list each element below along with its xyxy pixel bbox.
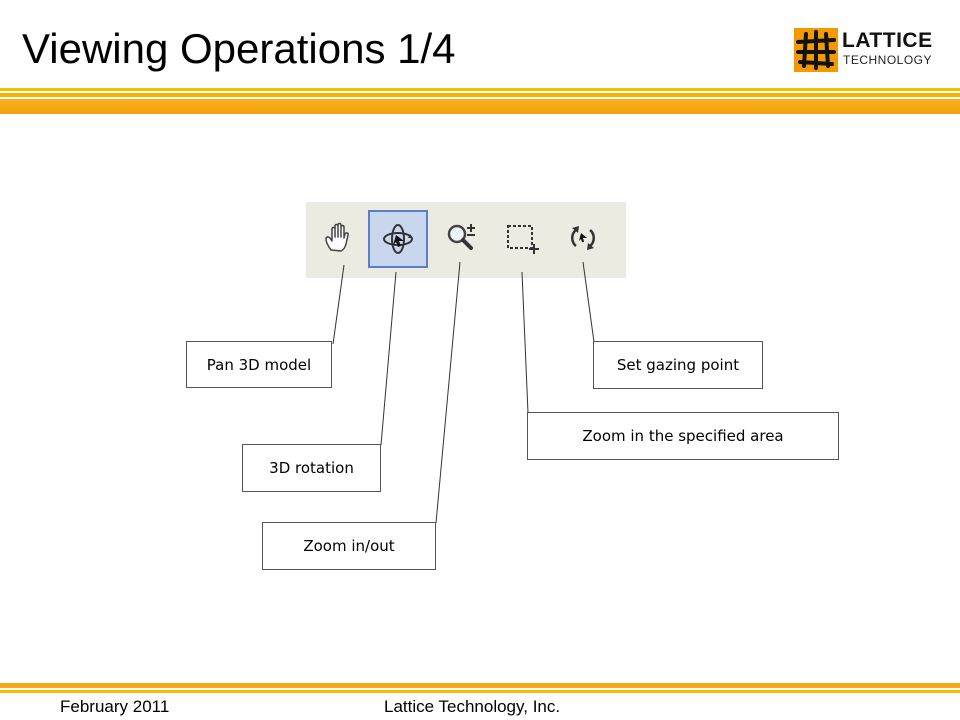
hand-pan-icon [325,222,349,252]
callout-zoom-specified-area: Zoom in the specified area [527,412,839,460]
zoom-area-icon [507,225,539,254]
callout-set-gazing-point: Set gazing point [593,341,763,389]
gazing-point-icon [571,226,595,250]
logo-subtitle: TECHNOLOGY [843,53,933,67]
zoom-in-out-icon [447,224,475,250]
logo-wordmark: LATTICE [842,29,933,52]
zoom-area-button[interactable] [492,210,552,268]
rotate-button[interactable] [368,210,428,268]
callout-3d-rotation: 3D rotation [242,444,381,492]
footer-company: Lattice Technology, Inc. [384,697,561,716]
lattice-logo: LATTICE TECHNOLOGY [794,28,944,74]
leader-rotation [380,271,397,446]
gazing-point-button[interactable] [554,210,614,268]
pan-button[interactable] [310,210,370,268]
leader-zoom-area [521,271,529,414]
leader-zoom [435,261,461,524]
slide-title: Viewing Operations 1/4 [22,25,456,72]
footer-band [0,683,960,695]
lattice-logo-icon [794,28,838,72]
leader-pan [332,264,345,345]
rotate-3d-icon [383,224,413,254]
header-band [0,88,960,114]
leader-gazing [582,261,595,343]
footer-date: February 2011 [60,697,170,716]
zoom-button[interactable] [432,210,492,268]
viewing-toolbar [306,202,626,278]
callout-zoom-in-out: Zoom in/out [262,522,436,570]
callout-pan-3d-model: Pan 3D model [186,341,332,388]
